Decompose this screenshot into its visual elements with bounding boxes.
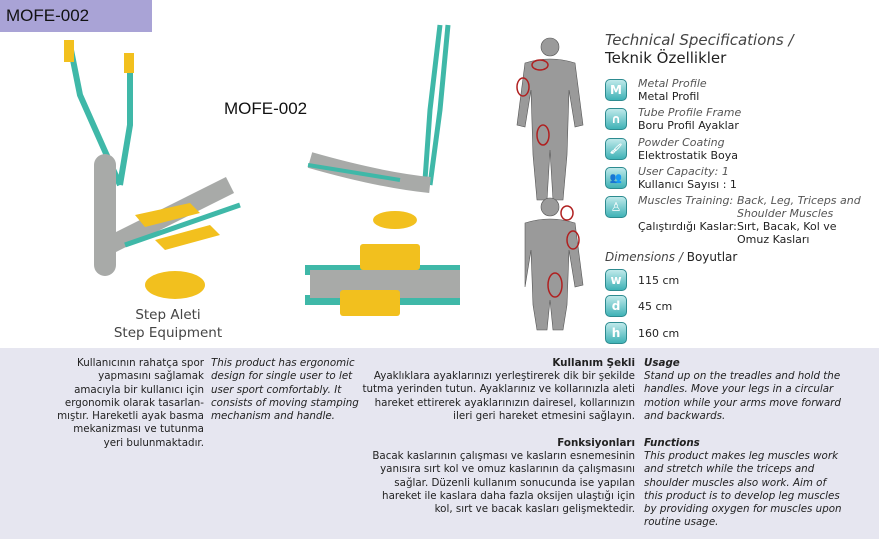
- spec-en: Metal Profile: [638, 77, 707, 90]
- width-icon: w: [605, 269, 627, 291]
- caption-en: Step Equipment: [113, 325, 223, 341]
- product-image-front-top-view: [305, 24, 460, 316]
- spec-en: User Capacity: 1: [638, 165, 729, 178]
- dimension-value: 160 cm: [638, 327, 680, 340]
- model-label: MOFE-002: [224, 99, 308, 118]
- height-icon: h: [605, 322, 627, 344]
- specs-title-en: Technical Specifications /: [605, 31, 794, 49]
- spec-tr: Boru Profil Ayaklar: [638, 119, 739, 132]
- usage-title-tr: Kullanım Şekli: [552, 357, 635, 369]
- specs-title-tr: Teknik Özellikler: [605, 49, 727, 67]
- depth-icon: d: [605, 295, 627, 317]
- dimension-value: 115 cm: [638, 274, 680, 287]
- functions-title-en: Functions: [644, 437, 700, 449]
- spec-tr-label: Çalıştırdığı Kaslar:: [638, 220, 737, 233]
- description-en: This product has ergonomic design for si…: [211, 357, 359, 423]
- functions-title-tr: Fonksiyonları: [557, 437, 635, 449]
- spec-tr: Metal Profil: [638, 90, 700, 103]
- caption-tr: Step Aleti: [135, 307, 201, 323]
- metal-profile-icon: M: [605, 79, 627, 101]
- product-image-side-view: [64, 40, 241, 299]
- dimensions-title-en: Dimensions /: [605, 250, 683, 264]
- model-badge: MOFE-002: [0, 0, 152, 32]
- powder-coating-icon: 🖌: [605, 138, 627, 160]
- product-caption: Step Aleti Step Equipment: [108, 306, 228, 342]
- tube-frame-icon: ∩: [605, 108, 627, 130]
- spec-en: Tube Profile Frame: [638, 106, 742, 119]
- spec-en-label: Muscles Training:: [638, 194, 734, 207]
- spec-en: Powder Coating: [638, 136, 725, 149]
- usage-title-en: Usage: [644, 357, 680, 369]
- muscle-diagram: [516, 37, 584, 331]
- muscles-icon: ♙: [605, 196, 627, 218]
- functions-text-tr: Bacak kaslarının çalışması ve kasların e…: [372, 450, 635, 516]
- dimensions-title: Dimensions / Boyutlar: [605, 250, 737, 264]
- usage-text-tr: Ayaklıklara ayaklarınızı yerleştirerek d…: [362, 370, 635, 422]
- dimension-value: 45 cm: [638, 300, 673, 313]
- description-tr: Kullanıcının rahatça spor yapmasını sağl…: [57, 357, 204, 449]
- spec-tr-value2: Omuz Kasları: [737, 233, 810, 246]
- spec-tr: Elektrostatik Boya: [638, 149, 739, 162]
- functions-text-en: This product makes leg muscles work and …: [644, 450, 842, 529]
- specs-title: Technical Specifications / Teknik Özelli…: [605, 31, 794, 67]
- spec-tr-value1: Sırt, Bacak, Kol ve: [737, 220, 837, 233]
- spec-en-value1: Back, Leg, Triceps and: [737, 194, 861, 207]
- spec-en-value2: Shoulder Muscles: [737, 207, 834, 220]
- user-capacity-icon: 👥: [605, 167, 627, 189]
- spec-tr: Kullanıcı Sayısı : 1: [638, 178, 737, 191]
- description-panel: [0, 348, 879, 539]
- usage-text-en: Stand up on the treadles and hold the ha…: [644, 370, 841, 422]
- dimensions-title-tr: Boyutlar: [686, 250, 738, 264]
